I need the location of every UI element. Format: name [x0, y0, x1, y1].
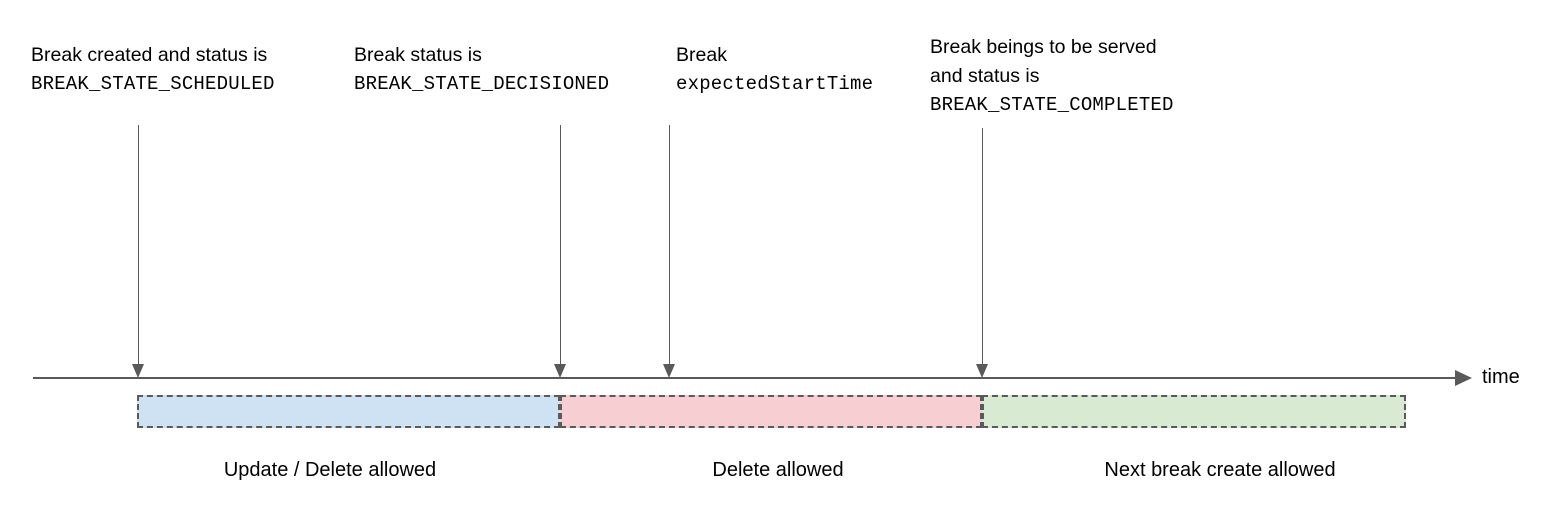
- event-pointer-arrow-down-icon-break-decisioned: [553, 125, 567, 378]
- arrow-head: [553, 364, 566, 378]
- phase-bar-delete-allowed: [560, 395, 982, 428]
- phase-caption-update-delete-allowed: Update / Delete allowed: [223, 459, 437, 481]
- event-annotation-break-completed: Break beings to be served and status is …: [930, 33, 1174, 120]
- annotation-line: Break created and status is: [31, 44, 268, 66]
- annotation-line: Break beings to be served: [930, 36, 1157, 58]
- event-pointer-arrow-down-icon-break-created: [131, 125, 145, 378]
- arrow-shaft: [981, 128, 984, 364]
- annotation-line: Break status is: [354, 44, 482, 66]
- event-annotation-break-expected-start: Break expectedStartTime: [676, 41, 873, 99]
- annotation-line-status-code: BREAK_STATE_COMPLETED: [930, 94, 1174, 116]
- arrow-shaft: [559, 125, 562, 364]
- arrow-head: [662, 364, 675, 378]
- event-annotation-break-created: Break created and status is BREAK_STATE_…: [31, 41, 275, 99]
- arrow-shaft: [668, 125, 671, 364]
- time-axis-label: time: [1482, 366, 1520, 388]
- arrow-shaft: [137, 125, 140, 364]
- phase-caption-delete-allowed: Delete allowed: [712, 459, 844, 481]
- annotation-line-status-code: BREAK_STATE_DECISIONED: [354, 73, 610, 95]
- phase-bar-next-break-create-allowed: [982, 395, 1406, 428]
- annotation-line-field-name: expectedStartTime: [676, 73, 874, 95]
- arrow-right-icon: [1455, 370, 1472, 386]
- arrow-head: [975, 364, 988, 378]
- phase-bar-update-delete-allowed: [137, 395, 560, 428]
- phase-caption-next-break-create-allowed: Next break create allowed: [1104, 459, 1336, 481]
- arrow-head: [131, 364, 144, 378]
- event-pointer-arrow-down-icon-break-completed: [975, 128, 989, 378]
- event-annotation-break-decisioned: Break status is BREAK_STATE_DECISIONED: [354, 41, 609, 99]
- annotation-line: Break: [676, 44, 727, 66]
- time-axis-line: [33, 377, 1470, 379]
- annotation-line: and status is: [930, 65, 1040, 87]
- annotation-line-status-code: BREAK_STATE_SCHEDULED: [31, 73, 275, 95]
- event-pointer-arrow-down-icon-break-expected-start: [662, 125, 676, 378]
